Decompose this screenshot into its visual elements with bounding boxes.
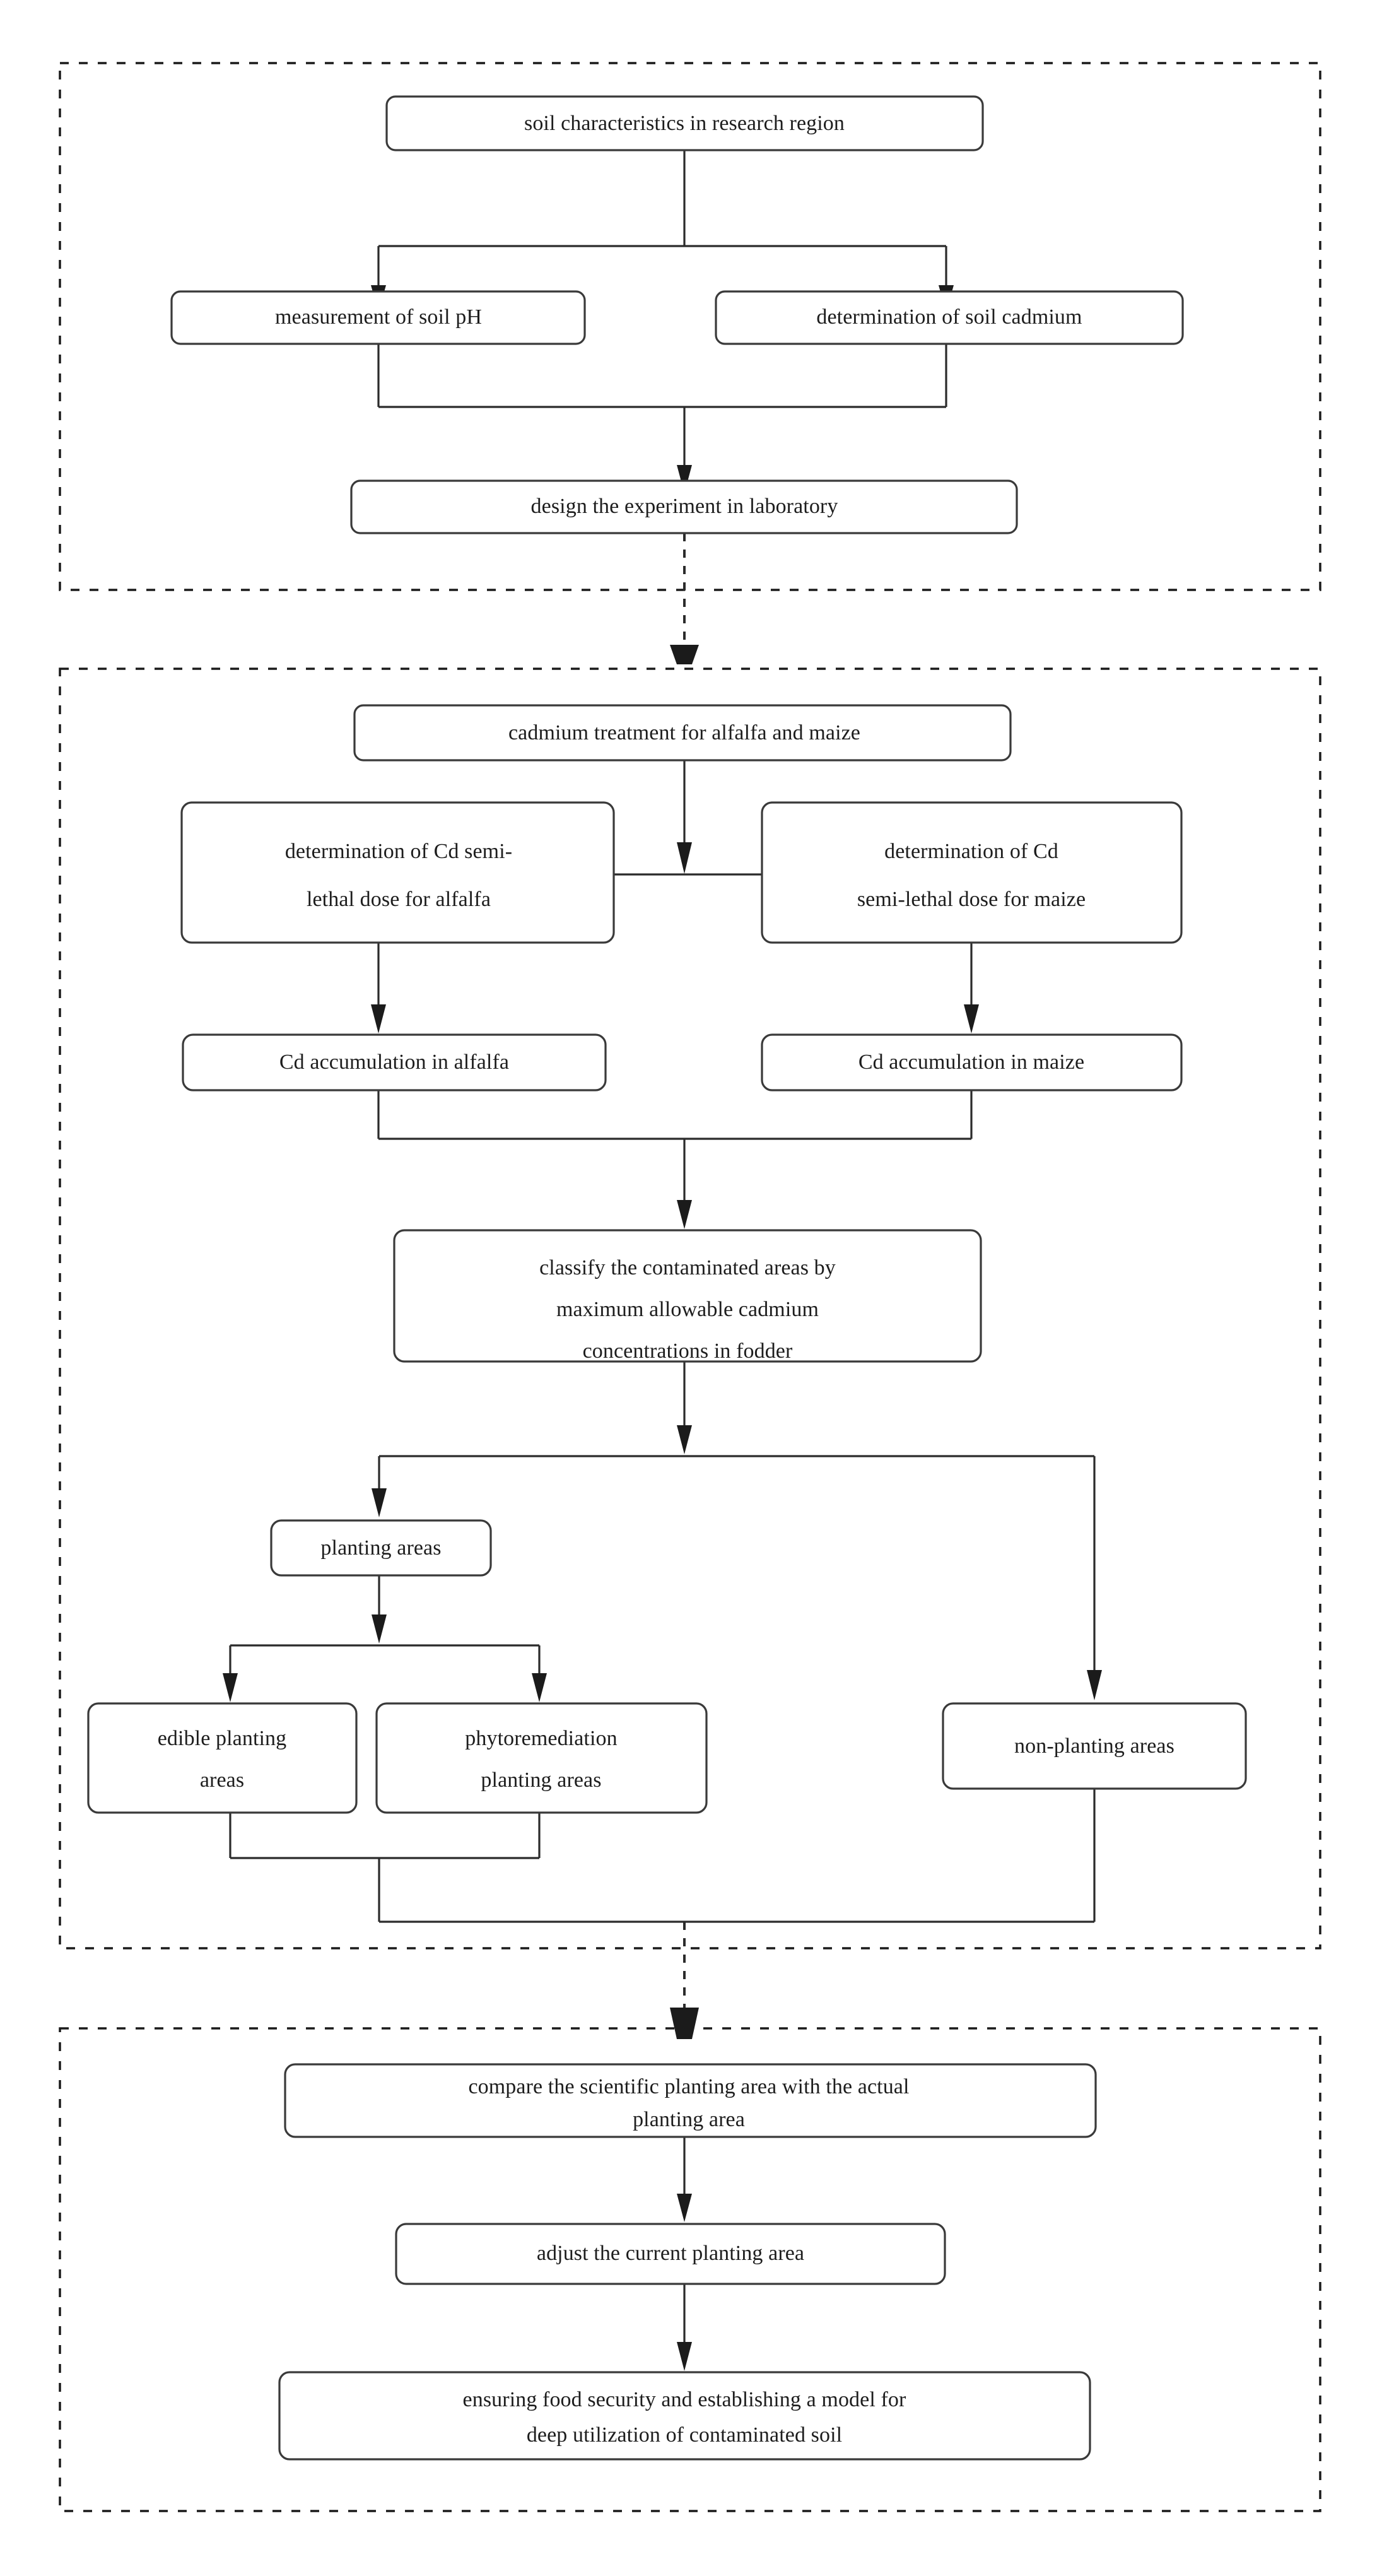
node-classify-contaminated-areas[interactable]: classify the contaminated areas by maxim… [393, 1229, 982, 1363]
node-semi-lethal-alfalfa-label-line2: lethal dose for alfalfa [307, 888, 491, 911]
section-laboratory-experiment [59, 668, 1321, 1950]
node-semi-lethal-maize-label-line1: determination of Cd [884, 840, 1058, 863]
node-soil-characteristics-box[interactable] [385, 95, 984, 151]
arrowhead-to-non-planting-areas [1087, 1670, 1102, 1700]
node-accumulation-maize-label: Cd accumulation in maize [858, 1050, 1084, 1074]
arrowhead-planting-split [372, 1614, 387, 1644]
node-semi-lethal-maize-box[interactable] [761, 801, 1183, 944]
node-compare-label-line1: compare the scientific planting area wit… [468, 2075, 909, 2098]
section-field-survey [59, 62, 1321, 591]
node-adjust-planting-area-box[interactable] [395, 2223, 946, 2285]
node-accumulation-maize[interactable]: Cd accumulation in maize [761, 1033, 1183, 1091]
node-phytoremediation-planting-areas[interactable]: phytoremediation planting areas [375, 1702, 708, 1814]
arrowhead-to-compare [670, 2008, 699, 2039]
node-cadmium-treatment[interactable]: cadmium treatment for alfalfa and maize [353, 704, 1012, 762]
arrowhead-to-adjust-planting [677, 2194, 692, 2222]
node-classify-contaminated-areas-box[interactable] [393, 1229, 982, 1363]
node-soil-ph[interactable]: measurement of soil pH [170, 290, 586, 345]
node-edible-planting-areas[interactable]: edible planting areas [87, 1702, 358, 1814]
node-soil-cadmium[interactable]: determination of soil cadmium [715, 290, 1184, 345]
node-ensure-label-line1: ensuring food security and establishing … [463, 2388, 906, 2411]
arrowhead-treatment-split [677, 842, 692, 874]
node-soil-cadmium-label: determination of soil cadmium [816, 305, 1082, 329]
node-accumulation-alfalfa[interactable]: Cd accumulation in alfalfa [182, 1033, 607, 1091]
node-phytoremediation-label-line1: phytoremediation [465, 1727, 617, 1750]
node-classify-label-line1: classify the contaminated areas by [539, 1256, 836, 1279]
node-soil-characteristics-label: soil characteristics in research region [524, 112, 845, 135]
node-cadmium-treatment-box[interactable] [353, 704, 1012, 762]
node-soil-cadmium-box[interactable] [715, 290, 1184, 345]
arrowhead-to-design-experiment [677, 465, 692, 493]
node-ensure-label-line2: deep utilization of contaminated soil [527, 2423, 842, 2447]
node-semi-lethal-alfalfa-box[interactable] [180, 801, 615, 944]
node-non-planting-areas-box[interactable] [942, 1702, 1247, 1790]
arrowhead-to-ensure-food-security [677, 2342, 692, 2371]
node-cadmium-treatment-label: cadmium treatment for alfalfa and maize [508, 721, 860, 744]
arrowhead-to-edible-planting-areas [223, 1673, 238, 1702]
node-non-planting-areas[interactable]: non-planting areas [942, 1702, 1247, 1790]
node-edible-planting-areas-label-line1: edible planting [158, 1727, 287, 1750]
node-compare-planting-area[interactable]: compare the scientific planting area wit… [284, 2063, 1097, 2138]
arrowhead-to-cadmium-treatment [670, 645, 699, 664]
arrowhead-to-planting-areas [372, 1488, 387, 1517]
node-semi-lethal-alfalfa-label-line1: determination of Cd semi- [285, 840, 512, 863]
node-design-experiment[interactable]: design the experiment in laboratory [350, 479, 1018, 534]
node-adjust-planting-area[interactable]: adjust the current planting area [395, 2223, 946, 2285]
node-soil-ph-box[interactable] [170, 290, 586, 345]
node-accumulation-maize-box[interactable] [761, 1033, 1183, 1091]
node-non-planting-areas-label: non-planting areas [1014, 1734, 1174, 1758]
node-compare-planting-area-box[interactable] [284, 2063, 1097, 2138]
node-semi-lethal-maize-label-line2: semi-lethal dose for maize [857, 888, 1086, 911]
node-planting-areas-label: planting areas [320, 1536, 441, 1560]
node-accumulation-alfalfa-label: Cd accumulation in alfalfa [279, 1050, 509, 1074]
arrowhead-to-accumulation-alfalfa [371, 1004, 386, 1033]
node-ensure-food-security-box[interactable] [278, 2371, 1091, 2461]
arrowhead-classify-split [677, 1425, 692, 1454]
node-edible-planting-areas-box[interactable] [87, 1702, 358, 1814]
node-semi-lethal-alfalfa[interactable]: determination of Cd semi- lethal dose fo… [180, 801, 615, 944]
arrowhead-to-phytoremediation-areas [532, 1673, 547, 1702]
node-phytoremediation-label-line2: planting areas [481, 1768, 601, 1792]
node-adjust-planting-area-label: adjust the current planting area [537, 2242, 804, 2265]
arrowhead-to-accumulation-maize [964, 1004, 979, 1033]
node-design-experiment-box[interactable] [350, 479, 1018, 534]
node-phytoremediation-planting-areas-box[interactable] [375, 1702, 708, 1814]
node-accumulation-alfalfa-box[interactable] [182, 1033, 607, 1091]
node-soil-characteristics[interactable]: soil characteristics in research region [385, 95, 984, 151]
arrowhead-to-classify [677, 1200, 692, 1229]
node-edible-planting-areas-label-line2: areas [200, 1768, 244, 1792]
node-design-experiment-label: design the experiment in laboratory [531, 495, 838, 518]
node-ensure-food-security[interactable]: ensuring food security and establishing … [278, 2371, 1091, 2461]
node-classify-label-line2: maximum allowable cadmium [556, 1298, 819, 1321]
node-soil-ph-label: measurement of soil pH [275, 305, 482, 329]
node-planting-areas-box[interactable] [270, 1519, 492, 1577]
node-semi-lethal-maize[interactable]: determination of Cd semi-lethal dose for… [761, 801, 1183, 944]
node-compare-label-line2: planting area [633, 2108, 745, 2131]
node-classify-label-line3: concentrations in fodder [583, 1339, 793, 1363]
node-planting-areas[interactable]: planting areas [270, 1519, 492, 1577]
